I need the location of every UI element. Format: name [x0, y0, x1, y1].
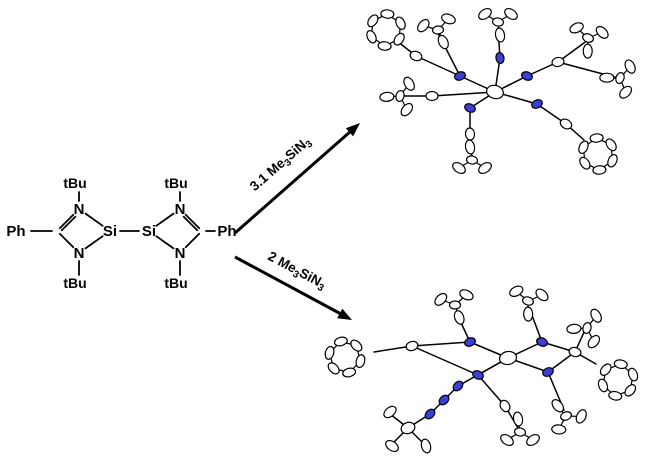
reactant-structure: Ph N N Si Si N N Ph tBu tBu tBu tBu: [6, 175, 236, 291]
reaction-arrow-top: 3.1 Me3SiN3: [234, 123, 360, 235]
n-label-bottom-right: N: [175, 245, 186, 262]
tbu-label-top-left: tBu: [63, 175, 86, 191]
n-label-top-left: N: [74, 201, 85, 218]
tbu-label-top-right: tBu: [164, 175, 187, 191]
nitrogen-ellipsoid: [536, 337, 548, 347]
tbu-ellipsoid-group: [563, 304, 606, 352]
phenyl-ellipsoid-ring: [319, 331, 371, 383]
tbu-ellipsoid-group: [536, 386, 593, 441]
nitrogen-ellipsoid: [464, 103, 476, 113]
tbu-ellipsoid-group: [562, 18, 613, 63]
nitrogen-ellipsoid: [464, 337, 476, 347]
ph-label-left: Ph: [6, 223, 25, 240]
nitrogen-ellipsoid: [531, 99, 543, 109]
nitrogen-ellipsoid: [495, 51, 505, 65]
tbu-ellipsoid-group: [476, 5, 520, 44]
tms-silicon-ellipsoid: [400, 421, 416, 435]
reagent-label-bottom: 2 Me3SiN3: [264, 248, 329, 294]
ortep-structure-top: [358, 2, 640, 182]
nitrogen-ellipsoid: [472, 370, 484, 380]
tbu-ellipsoid-group: [503, 281, 552, 326]
n-label-top-right: N: [175, 201, 186, 218]
nitrogen-ellipsoid: [438, 394, 450, 406]
phenyl-ellipsoid-ring: [358, 2, 414, 58]
arrowhead-bottom: [337, 308, 352, 320]
tbu-ellipsoid-group: [450, 138, 494, 177]
tbu-ellipsoid-group: [498, 410, 542, 449]
si-label-right: Si: [142, 223, 156, 240]
silicon-ellipsoid: [486, 84, 504, 100]
ph-label-right: Ph: [217, 223, 236, 240]
tbu-label-bottom-right: tBu: [164, 275, 187, 291]
tbu-label-bottom-left: tBu: [63, 275, 86, 291]
nitrogen-ellipsoid: [454, 71, 466, 81]
nitrogen-ellipsoid: [424, 408, 436, 420]
reaction-arrow-bottom: 2 Me3SiN3: [234, 248, 352, 320]
reagent-label-top: 3.1 Me3SiN3: [247, 133, 316, 196]
silicon-ellipsoid: [498, 350, 518, 366]
n-label-bottom-left: N: [74, 245, 85, 262]
nitrogen-ellipsoid: [521, 71, 533, 81]
tbu-ellipsoid-group: [595, 52, 640, 103]
ortep-structure-bottom: [319, 281, 645, 454]
nitrogen-ellipsoid: [542, 367, 554, 377]
arrowhead-top: [345, 123, 360, 137]
tbu-ellipsoid-group: [412, 8, 465, 57]
phenyl-ellipsoid-ring: [591, 352, 645, 408]
si-label-left: Si: [103, 223, 117, 240]
nitrogen-ellipsoid: [452, 380, 464, 392]
tbu-ellipsoid-group: [430, 285, 481, 330]
